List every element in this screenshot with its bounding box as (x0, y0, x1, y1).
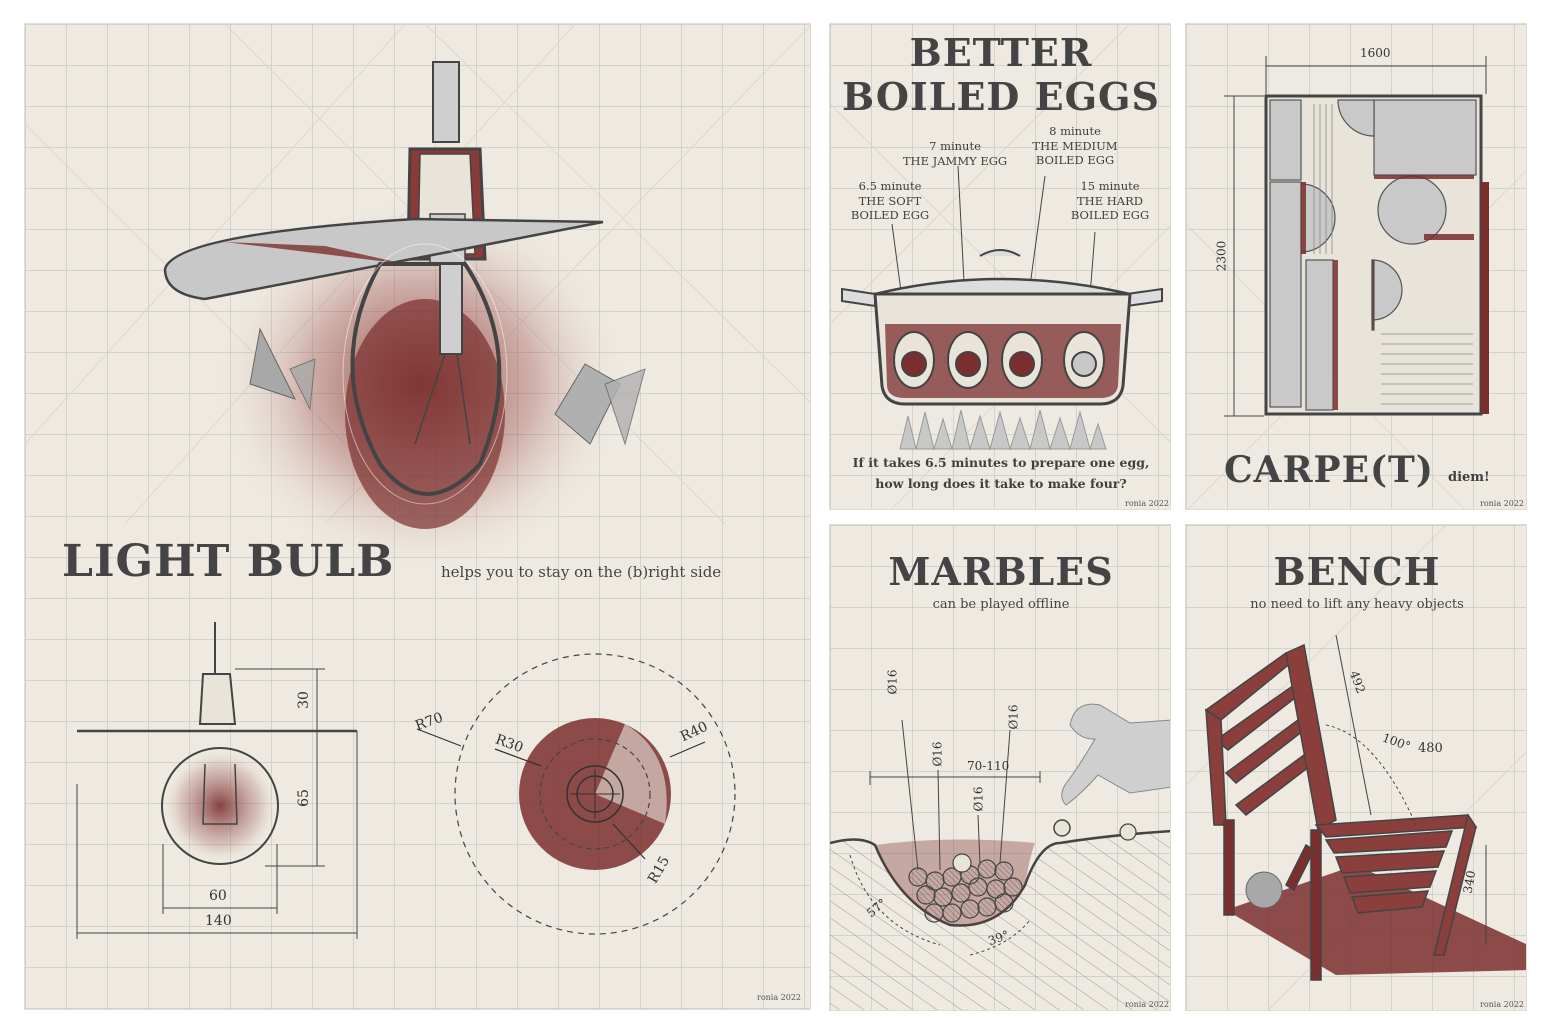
hand-icon (1061, 703, 1170, 806)
egg-label-medium-time: 8 minute (1049, 124, 1101, 138)
eggs-question-line1: If it takes 6.5 minutes to prepare one e… (852, 455, 1150, 470)
marble-dia-3: Ø16 (1006, 704, 1021, 730)
marbles-subtitle: can be played offline (932, 597, 1070, 612)
small-socket (198, 673, 237, 725)
marble-dia-2: Ø16 (930, 741, 945, 767)
dimension-lines (76, 668, 358, 939)
pot-lid (874, 277, 1131, 296)
marble-range: 70-110 (967, 759, 1010, 773)
light-bulb-illustration (25, 24, 810, 939)
egg-label-soft-line2: THE SOFT (858, 193, 922, 208)
bench-illustration (1186, 525, 1526, 1010)
bench-seat (1314, 813, 1478, 956)
carpet-stripes (1313, 104, 1473, 405)
marbles-dimensions (849, 719, 1041, 956)
bench-subtitle: no need to lift any heavy objects (1250, 597, 1464, 612)
egg-label-medium-line2: THE MEDIUM (1032, 138, 1118, 153)
ground (830, 831, 1170, 1010)
carpet-height-label: 2300 (1214, 240, 1229, 272)
bench-frame (1223, 819, 1322, 981)
egg-label-hard: 15 minute THE HARD BOILED EGG (1060, 179, 1160, 223)
marbles-pile (908, 853, 1023, 923)
carpet-tiles (1269, 99, 1477, 411)
dim-140: 140 (205, 913, 232, 929)
egg-label-medium: 8 minute THE MEDIUM BOILED EGG (1020, 124, 1130, 168)
radius-leaders (416, 728, 706, 860)
poster-boiled-eggs: BETTER BOILED EGGS 6.5 minute THE SOFT B… (829, 23, 1171, 510)
bench-dim-480: 480 (1418, 741, 1443, 756)
dim-30: 30 (295, 691, 312, 709)
egg-label-jammy: 7 minute THE JAMMY EGG (895, 139, 1015, 168)
burner-flames (899, 409, 1107, 451)
poster-light-bulb: LIGHT BULB helps you to stay on the (b)r… (24, 23, 811, 1010)
light-bulb-title: LIGHT BULB (62, 536, 395, 587)
moth-left (249, 327, 316, 411)
bench-backrest (1204, 643, 1337, 832)
egg-label-soft-line3: BOILED EGG (850, 208, 930, 222)
egg-label-jammy-line2: THE JAMMY EGG (902, 153, 1008, 168)
eggs-question-line2: how long does it take to make four? (875, 476, 1127, 491)
egg-label-hard-line3: BOILED EGG (1070, 208, 1150, 222)
egg-label-soft: 6.5 minute THE SOFT BOILED EGG (840, 179, 940, 223)
small-bulb (161, 747, 279, 865)
eggs (893, 331, 1105, 389)
egg-label-hard-time: 15 minute (1080, 179, 1140, 193)
carpet-dimensions (1224, 56, 1487, 417)
bench-credit: ronia 2022 (1480, 1000, 1525, 1009)
carpet-width-label: 1600 (1360, 46, 1391, 60)
eggs-credit: ronia 2022 (1125, 499, 1170, 508)
dim-65: 65 (295, 789, 312, 807)
light-bulb-credit: ronia 2022 (757, 993, 802, 1002)
marbles-credit: ronia 2022 (1125, 1000, 1170, 1009)
outer-radius-circle (454, 653, 736, 935)
marbles-illustration (830, 703, 1170, 1010)
poster-carpet: 1600 2300 CARPE(T) diem! ronia 2022 (1185, 23, 1527, 510)
bench-title: BENCH (1273, 549, 1441, 594)
carpet-title: CARPE(T) (1224, 449, 1434, 491)
egg-label-jammy-time: 7 minute (929, 139, 981, 153)
marble-dia-4: Ø16 (971, 786, 986, 812)
marble-dia-1: Ø16 (885, 669, 900, 695)
egg-label-hard-line2: THE HARD (1077, 193, 1143, 208)
yarn-ball (1245, 871, 1283, 909)
shade-plate (163, 217, 604, 301)
cord (432, 61, 460, 143)
eggs-title-line1: BETTER (909, 30, 1093, 75)
bench-dimensions (1325, 634, 1487, 945)
egg-label-soft-time: 6.5 minute (858, 179, 922, 193)
poster-marbles: MARBLES can be played offline Ø16 Ø16 Ø1… (829, 524, 1171, 1011)
moth-right (554, 363, 646, 446)
eggs-title-line2: BOILED EGGS (842, 74, 1160, 119)
marbles-title: MARBLES (888, 549, 1114, 594)
carpet-title-suffix: diem! (1448, 470, 1490, 485)
dim-60: 60 (209, 888, 227, 904)
poster-bench: BENCH no need to lift any heavy objects … (1185, 524, 1527, 1011)
carpet-credit: ronia 2022 (1480, 499, 1525, 508)
marble-falling (1053, 819, 1071, 837)
light-bulb-subtitle: helps you to stay on the (b)right side (441, 563, 722, 581)
carpet-illustration (1186, 56, 1526, 509)
bench-shadow (1226, 865, 1526, 975)
egg-label-medium-line3: BOILED EGG (1035, 153, 1115, 167)
pot-illustration (830, 24, 1170, 509)
marble-rolling (1119, 823, 1137, 841)
